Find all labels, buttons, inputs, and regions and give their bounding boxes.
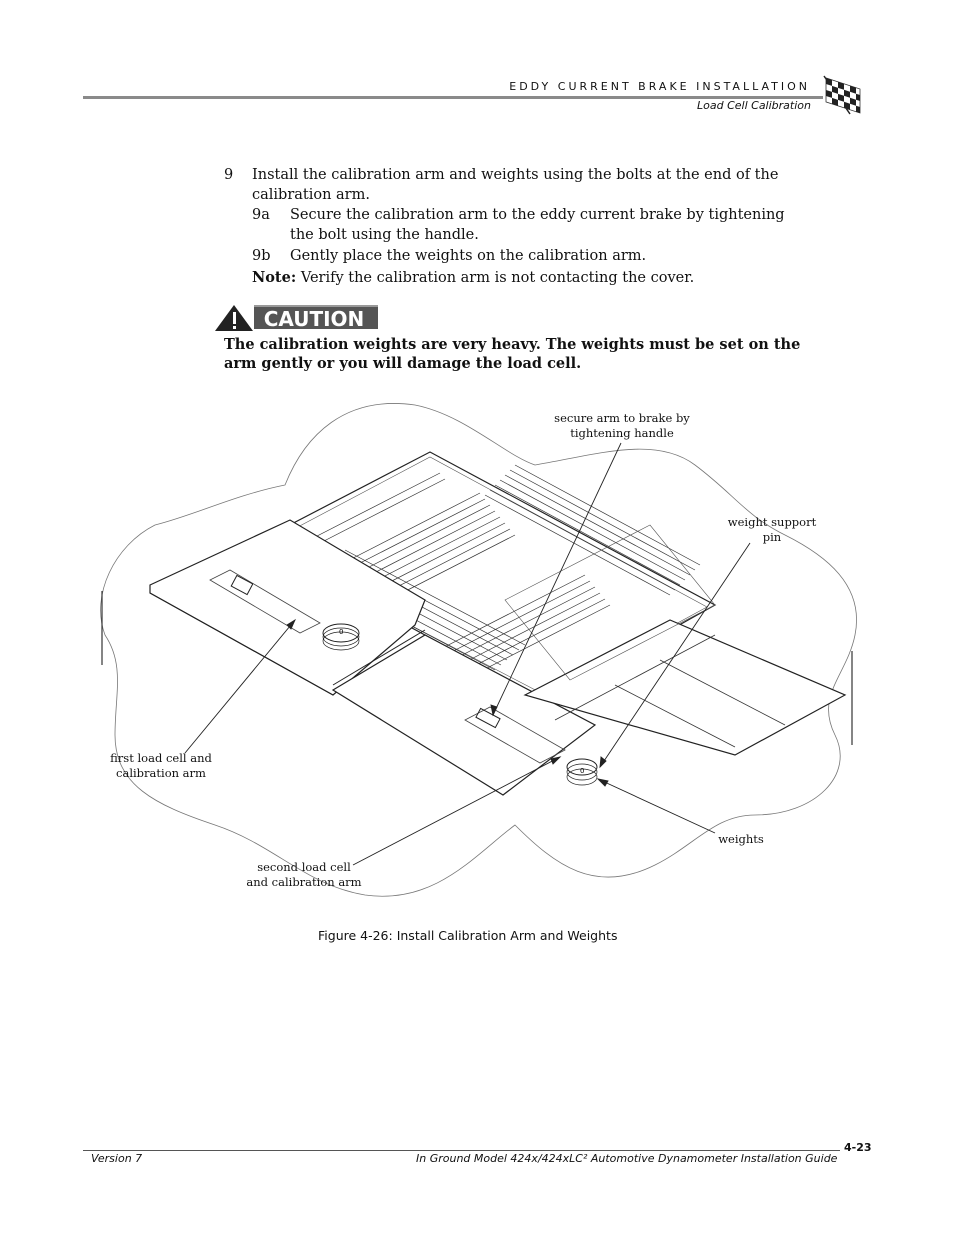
caution-badge: CAUTION	[215, 305, 378, 331]
caution-label: CAUTION	[264, 307, 365, 331]
label-line: first load cell and	[110, 751, 212, 765]
footer-rule	[83, 1150, 840, 1151]
substep-text: Gently place the weights on the calibrat…	[290, 248, 647, 264]
note-text: Verify the calibration arm is not contac…	[300, 270, 695, 286]
label-line: tightening handle	[570, 426, 674, 440]
checkered-flag-icon	[823, 75, 861, 115]
figure-illustration: 0 0	[100, 403, 857, 897]
subsection-title: Load Cell Calibration	[697, 99, 811, 112]
substep-9b: 9b Gently place the weights on the calib…	[252, 246, 812, 266]
label-weight-pin: weight support pin	[724, 515, 820, 545]
label-line: and calibration arm	[246, 875, 362, 889]
step-9: 9 Install the calibration arm and weight…	[224, 165, 824, 205]
label-line: second load cell	[257, 860, 351, 874]
substep-number: 9a	[252, 207, 270, 223]
footer-version: Version 7	[91, 1152, 143, 1165]
step-number: 9	[224, 167, 234, 183]
label-secure-arm: secure arm to brake by tightening handle	[554, 411, 690, 441]
page-number: 4-23	[844, 1141, 872, 1154]
svg-text:0: 0	[580, 767, 584, 775]
note: Note: Verify the calibration arm is not …	[252, 268, 694, 288]
note-label: Note:	[252, 269, 297, 286]
substep-number: 9b	[252, 248, 271, 264]
section-title: EDDY CURRENT BRAKE INSTALLATION	[509, 80, 810, 93]
label-line: calibration arm	[116, 766, 206, 780]
substep-text: Secure the calibration arm to the eddy c…	[290, 207, 785, 243]
label-first-load-cell: first load cell and calibration arm	[106, 751, 216, 781]
footer-guide-title: In Ground Model 424x/424xLC² Automotive …	[416, 1152, 838, 1165]
label-line: secure arm to brake by	[554, 411, 690, 425]
caution-text: The calibration weights are very heavy. …	[224, 336, 801, 372]
svg-text:0: 0	[339, 628, 343, 636]
header-rule	[83, 96, 823, 99]
step-text: Install the calibration arm and weights …	[252, 167, 779, 203]
label-line: weight support	[727, 515, 817, 529]
substep-9a: 9a Secure the calibration arm to the edd…	[252, 205, 812, 245]
label-second-load-cell: second load cell and calibration arm	[244, 860, 364, 890]
label-weights: weights	[718, 832, 764, 846]
figure-caption: Figure 4-26: Install Calibration Arm and…	[318, 928, 618, 943]
label-line: pin	[762, 530, 782, 544]
